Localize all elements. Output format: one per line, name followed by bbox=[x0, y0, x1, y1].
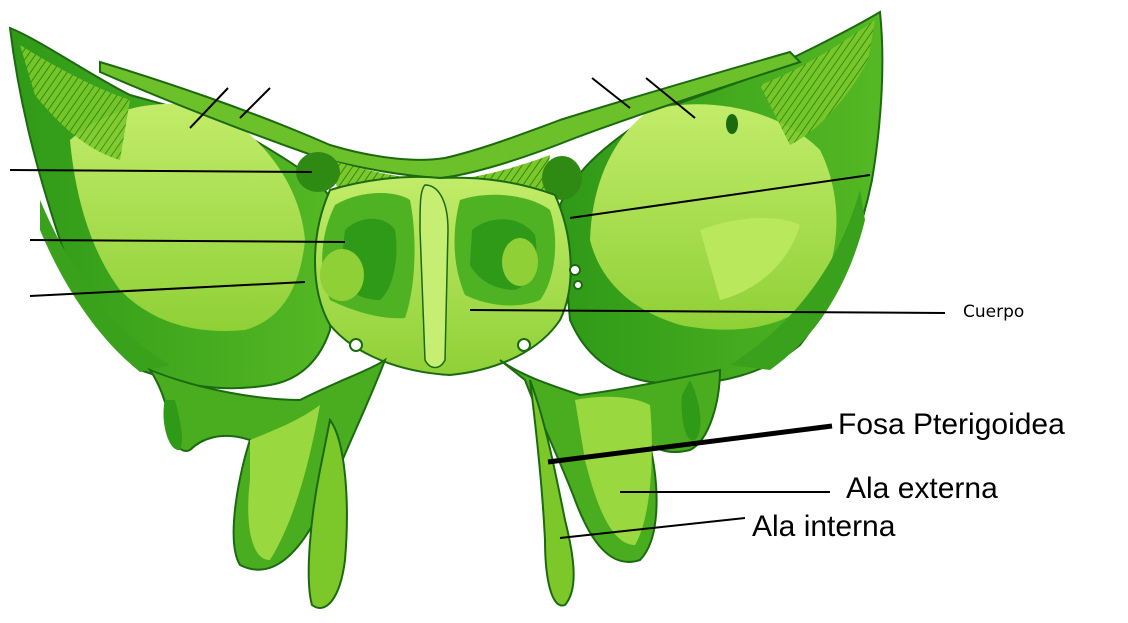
right-pterygoid-process bbox=[500, 360, 720, 606]
label-ala-interna: Ala interna bbox=[752, 512, 895, 542]
label-cuerpo: Cuerpo bbox=[963, 304, 1024, 321]
sphenoid-body bbox=[315, 177, 582, 375]
label-ala-externa: Ala externa bbox=[846, 474, 998, 504]
left-greater-wing bbox=[10, 28, 335, 388]
left-pterygoid-process bbox=[150, 360, 385, 608]
right-greater-wing bbox=[560, 12, 882, 384]
label-fosa-pterigoidea: Fosa Pterigoidea bbox=[838, 410, 1065, 440]
